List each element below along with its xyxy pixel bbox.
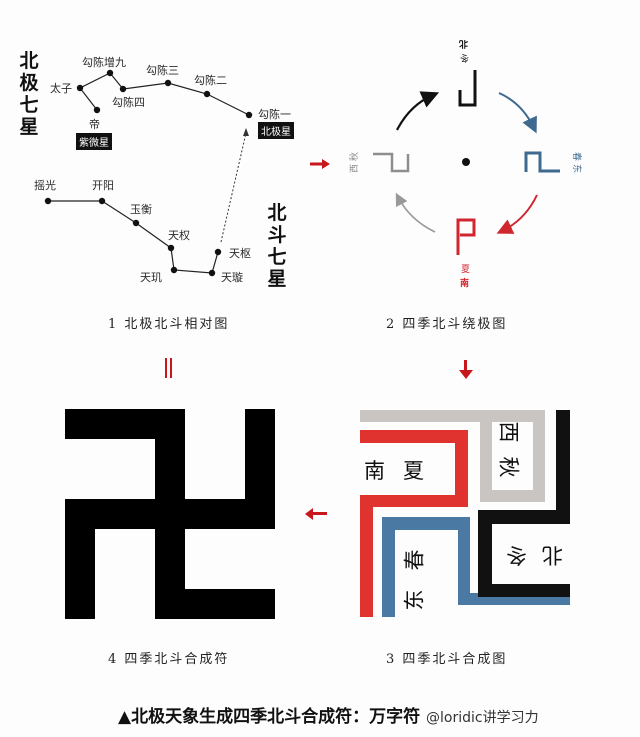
star-label-gouchen-9: 勾陈增九 [82, 56, 126, 69]
footer-title: ▲北极天象生成四季北斗合成符：万字符 [118, 707, 421, 727]
bar-gray-bottom [480, 490, 545, 502]
orbit-diagram [310, 70, 560, 255]
equals-connector [165, 358, 173, 378]
star-label-kaiyang: 开阳 [92, 179, 114, 192]
char-north: 北 [542, 543, 563, 567]
bar-red-left [360, 495, 373, 617]
bar-red-right [455, 430, 468, 507]
bar-red-middle [360, 495, 468, 507]
char-east: 东 [402, 589, 427, 611]
caption-panel-4: 4 四季北斗合成符 [108, 652, 230, 667]
bar-blue-right [458, 517, 470, 605]
constellation-lines [44, 69, 253, 277]
season-label-winter: 冬 [460, 52, 470, 62]
tag-polaris: 北极星 [258, 122, 294, 139]
char-west: 西 [496, 421, 521, 443]
star-label-gouchen-3: 勾陈三 [146, 64, 179, 77]
star-label-gouchen-1: 勾陈一 [258, 108, 291, 121]
season-label-south: 南 [460, 279, 470, 289]
caption-panel-3: 3 四季北斗合成图 [386, 652, 508, 667]
bar-blue-top [382, 517, 470, 530]
star-label-taizi: 太子 [50, 82, 72, 95]
bar-black-right [556, 410, 570, 524]
char-winter: 冬 [506, 543, 527, 567]
star-label-tianshu: 天枢 [229, 247, 251, 260]
footer-caption: ▲北极天象生成四季北斗合成符：万字符 @loridic讲学习力 [118, 702, 539, 727]
bar-gray-top [360, 410, 545, 422]
char-summer: 夏 [403, 459, 424, 483]
star-label-yuheng: 玉衡 [130, 203, 152, 216]
char-autumn: 秋 [496, 456, 521, 478]
star-label-yaoguang: 摇光 [34, 179, 56, 192]
bar-black-top [478, 510, 570, 524]
char-south: 南 [364, 459, 385, 483]
arrow-down-connector [459, 360, 473, 380]
title-north-pole-seven-stars: 北 极 七 星 [19, 50, 39, 138]
bar-gray-right [533, 410, 545, 502]
star-label-gouchen-2: 勾陈二 [194, 74, 227, 87]
star-label-tianji: 天玑 [140, 271, 162, 284]
season-label-west-autumn: 西 秋 [349, 152, 360, 173]
caption-panel-1: 1 北极北斗相对图 [108, 317, 230, 332]
bar-blue-left [382, 517, 395, 617]
season-label-north: 北 [459, 38, 469, 48]
wan-symbol-icon [65, 409, 275, 619]
bar-gray-left [480, 410, 492, 502]
bar-black-bottom [478, 584, 570, 597]
season-label-east-spring: 春 东 [570, 152, 581, 173]
season-label-summer: 夏 [461, 265, 471, 275]
star-label-tianquan: 天权 [168, 229, 190, 242]
bar-black-left [478, 510, 492, 597]
star-label-gouchen-4: 勾陈四 [112, 96, 145, 109]
arrow-left-connector [305, 508, 327, 520]
bar-red-top [360, 430, 468, 443]
title-big-dipper-seven-stars: 北 斗 七 星 [267, 202, 287, 290]
char-spring: 春 [402, 549, 427, 571]
star-label-tianxuan: 天璇 [221, 271, 243, 284]
caption-panel-2: 2 四季北斗绕极图 [386, 317, 508, 332]
footer-credit: @loridic讲学习力 [426, 710, 539, 726]
tag-ziwei-star: 紫微星 [76, 133, 112, 150]
star-label-di: 帝 [89, 118, 100, 131]
